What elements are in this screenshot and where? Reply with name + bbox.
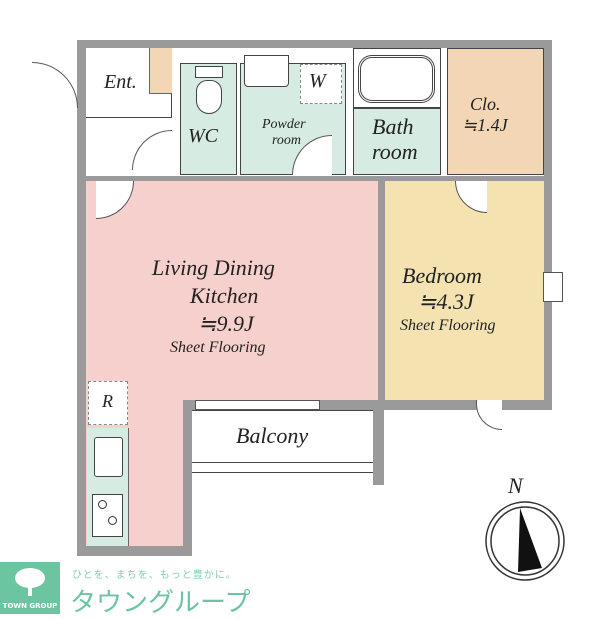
logo-name: タウングループ [70, 588, 251, 618]
powder-room-label-1: Powder [262, 117, 306, 132]
bedroom-window [543, 272, 563, 302]
closet-size: ≒1.4J [462, 115, 508, 135]
tree-icon [15, 568, 45, 596]
balcony-railing [192, 463, 374, 473]
bath-label-1: Bath [372, 114, 414, 139]
service-door[interactable] [476, 400, 502, 430]
logo-mark-text: TOWN GROUP [2, 602, 58, 610]
bath-room [353, 108, 441, 175]
bedroom-size: ≒4.3J [418, 289, 474, 314]
powder-room-label-2: room [272, 133, 302, 148]
bedroom-label: Bedroom [402, 263, 482, 288]
living-dining-kitchen [86, 181, 378, 400]
ldk-flooring: Sheet Flooring [170, 339, 266, 356]
compass-north-label: N [508, 473, 523, 498]
logo-slogan: ひとを、まちを、もっと豊かに。 [72, 570, 237, 581]
bedroom [385, 181, 544, 400]
toilet-icon [196, 80, 222, 114]
town-group-logo: TOWN GROUP [0, 562, 60, 614]
wc [180, 63, 237, 175]
ldk-label-1: Living Dining [152, 255, 275, 280]
washer-space [300, 64, 342, 104]
entrance-label: Ent. [104, 71, 137, 93]
closet [447, 48, 544, 175]
wc-label: WC [188, 125, 218, 147]
refrigerator-space [88, 381, 128, 425]
refrigerator-label: R [102, 391, 113, 411]
balcony-window[interactable] [195, 400, 320, 410]
shoe-cabinet [149, 48, 172, 94]
compass-icon [485, 501, 565, 581]
washer-label: W [309, 70, 326, 92]
ldk-label-2: Kitchen [190, 283, 259, 308]
entrance-door[interactable] [32, 62, 78, 108]
bathtub-icon [358, 55, 435, 103]
closet-label: Clo. [470, 94, 501, 114]
kitchen-sink-icon [94, 437, 123, 477]
sink-icon [244, 55, 289, 87]
balcony [192, 410, 374, 463]
balcony-label: Balcony [236, 423, 309, 448]
bedroom-flooring: Sheet Flooring [400, 317, 496, 334]
stove-icon [92, 494, 123, 537]
toilet-tank [195, 66, 223, 78]
ldk-size: ≒9.9J [198, 311, 254, 336]
bath-label-2: room [372, 139, 418, 164]
